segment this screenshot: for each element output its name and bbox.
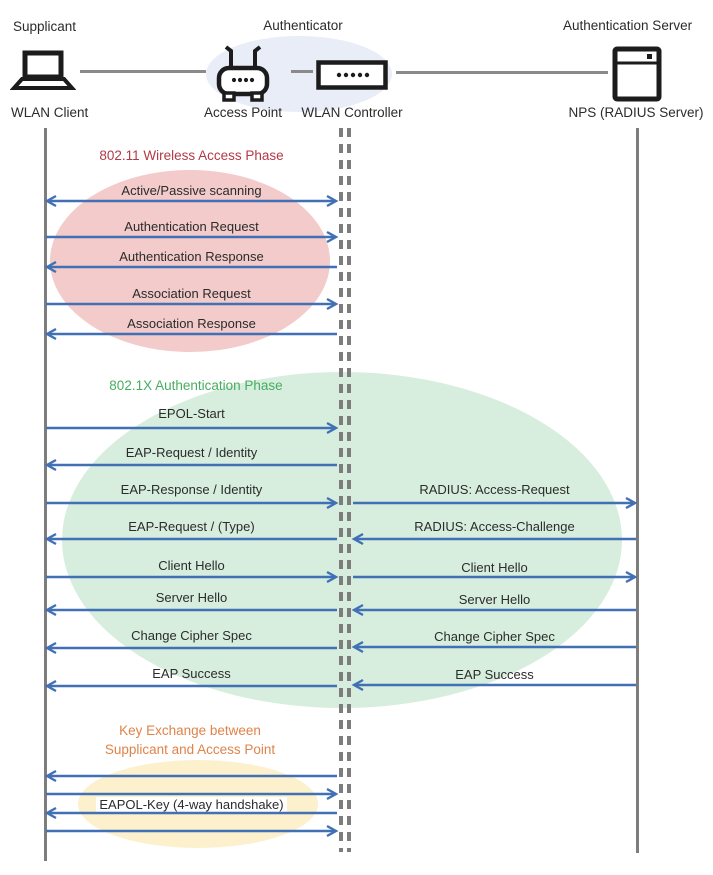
- device-nps-radius-server: NPS (RADIUS Server): [568, 105, 704, 120]
- lifeline-radius-server: [636, 128, 639, 853]
- message-arrow-right: [46, 421, 339, 435]
- phase-title-key-exchange-line1: Key Exchange between: [119, 723, 261, 738]
- message-label: EPOL-Start: [158, 406, 225, 421]
- message-arrow-left: [44, 532, 337, 546]
- message-arrow-right: [46, 496, 339, 510]
- device-wlan-controller: WLAN Controller: [301, 105, 403, 120]
- message-label: Server Hello: [155, 590, 228, 605]
- lifeline-wlan-client: [44, 128, 47, 861]
- message-arrow-left: [44, 806, 337, 820]
- message-label: Change Cipher Spec: [434, 629, 555, 644]
- lifeline-authenticator-left: [339, 128, 343, 852]
- message-arrow-left: [44, 458, 337, 472]
- message-label: Client Hello: [158, 558, 225, 573]
- message-label: EAP-Request / (Type): [128, 519, 255, 534]
- wlan-controller-icon: [316, 60, 388, 90]
- message-arrow-right: [353, 570, 638, 584]
- message-arrow-left: [351, 678, 636, 692]
- device-wlan-client: WLAN Client: [11, 105, 89, 120]
- message-arrow-right: [353, 496, 638, 510]
- server-icon: [612, 46, 662, 102]
- message-label: EAPOL-Key (4-way handshake): [45, 797, 338, 813]
- message-arrow-left: [44, 260, 337, 274]
- message-arrow-left: [351, 603, 636, 617]
- message-label: Authentication Request: [124, 219, 259, 234]
- message-label: EAP Success: [455, 667, 534, 682]
- role-authenticator: Authenticator: [263, 18, 343, 33]
- message-arrow-left: [44, 603, 337, 617]
- message-label: Authentication Response: [119, 249, 264, 264]
- device-access-point: Access Point: [203, 105, 283, 120]
- message-label: Association Request: [132, 286, 251, 301]
- message-arrow-both: [44, 194, 339, 208]
- message-label: Change Cipher Spec: [131, 628, 252, 643]
- message-label: EAP-Request / Identity: [125, 445, 258, 460]
- message-label: Association Response: [127, 316, 256, 331]
- message-arrow-right: [46, 824, 339, 838]
- phase-title-key-exchange: Key Exchange between Supplicant and Acce…: [45, 721, 335, 759]
- message-label: EAP-Response / Identity: [120, 482, 263, 497]
- link-ap-controller: [291, 70, 313, 73]
- message-label: RADIUS: Access-Challenge: [414, 519, 575, 534]
- message-label: EAP Success: [152, 666, 231, 681]
- access-point-icon: [216, 45, 270, 102]
- message-label: Client Hello: [461, 560, 528, 575]
- message-arrow-left: [44, 641, 337, 655]
- message-label: Server Hello: [458, 592, 531, 607]
- message-arrow-left: [351, 532, 636, 546]
- phase-title-802-11: 802.11 Wireless Access Phase: [99, 148, 284, 163]
- message-arrow-right: [46, 787, 339, 801]
- laptop-icon: [10, 50, 76, 90]
- link-client-ap: [80, 70, 206, 73]
- role-authentication-server: Authentication Server: [563, 18, 693, 33]
- message-arrow-right: [46, 297, 339, 311]
- phase-title-802-1x: 802.1X Authentication Phase: [109, 378, 283, 393]
- message-label: Active/Passive scanning: [121, 183, 262, 198]
- message-arrow-right: [46, 230, 339, 244]
- message-label: RADIUS: Access-Request: [419, 482, 570, 497]
- role-supplicant: Supplicant: [13, 19, 77, 34]
- message-arrow-left: [44, 769, 337, 783]
- phase-title-key-exchange-line2: Supplicant and Access Point: [104, 742, 276, 757]
- message-arrow-left: [44, 327, 337, 341]
- message-arrow-left: [44, 679, 337, 693]
- link-controller-server: [396, 71, 608, 74]
- message-arrow-right: [46, 570, 339, 584]
- lifeline-authenticator-right: [347, 128, 351, 852]
- message-arrow-left: [351, 640, 636, 654]
